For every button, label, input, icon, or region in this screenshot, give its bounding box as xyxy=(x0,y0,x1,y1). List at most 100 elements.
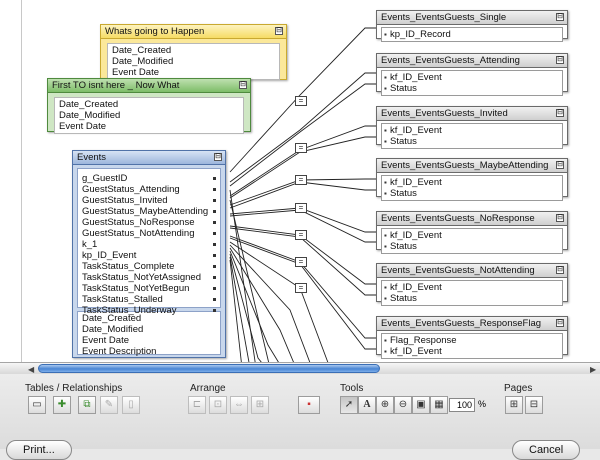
resize-button[interactable]: ⊞ xyxy=(251,396,269,414)
field-item[interactable]: Event Date xyxy=(112,67,159,78)
collapse-toggle-icon[interactable]: ⊟ xyxy=(556,161,564,169)
table-events-guests-attending[interactable]: Events_EventsGuests_Attending ⊟ ▪kf_ID_E… xyxy=(376,53,568,96)
collapse-toggle-icon[interactable]: ⊟ xyxy=(556,109,564,117)
join-indicator-icon[interactable]: = xyxy=(295,143,307,153)
zoom-level-field[interactable]: 100 xyxy=(449,398,475,412)
join-indicator-icon[interactable]: = xyxy=(295,203,307,213)
field-item[interactable]: Event Date xyxy=(59,121,106,132)
relationship-graph[interactable]: Whats going to Happen ⊟ Date_Created Dat… xyxy=(0,0,600,368)
pointer-tool-button[interactable]: ➚ xyxy=(340,396,358,414)
collapse-toggle-icon[interactable]: ⊟ xyxy=(556,13,564,21)
field-item[interactable]: TaskStatus_Complete xyxy=(82,261,216,272)
align-center-button[interactable]: ⊡ xyxy=(209,396,227,414)
field-item[interactable]: ▪kf_ID_Event xyxy=(384,177,442,188)
table-header[interactable]: Events_EventsGuests_Single ⊟ xyxy=(377,11,567,25)
collapse-toggle-icon[interactable]: ⊟ xyxy=(556,56,564,64)
field-item[interactable]: Event Description xyxy=(82,346,157,357)
field-item[interactable]: Date_Modified xyxy=(112,56,174,67)
table-header[interactable]: Events_EventsGuests_MaybeAttending ⊟ xyxy=(377,159,567,173)
line-maybe-2 xyxy=(229,181,376,209)
join-indicator-icon[interactable]: = xyxy=(295,230,307,240)
field-item[interactable]: GuestStatus_NotAttending xyxy=(82,228,216,239)
table-header[interactable]: Events ⊟ xyxy=(73,151,225,165)
table-header[interactable]: Events_EventsGuests_Invited ⊟ xyxy=(377,107,567,121)
field-item[interactable]: ▪Flag_Response xyxy=(384,335,457,346)
field-item[interactable]: GuestStatus_NoResponse xyxy=(82,217,216,228)
field-item[interactable]: GuestStatus_MaybeAttending xyxy=(82,206,216,217)
collapse-toggle-icon[interactable]: ⊟ xyxy=(556,319,564,327)
join-indicator-icon[interactable]: = xyxy=(295,283,307,293)
scroll-thumb[interactable] xyxy=(38,364,380,373)
field-item[interactable]: kp_ID_Event xyxy=(82,250,216,261)
field-item[interactable]: ▪Status xyxy=(384,136,417,147)
table-events-guests-single[interactable]: Events_EventsGuests_Single ⊟ ▪kp_ID_Reco… xyxy=(376,10,568,42)
table-header[interactable]: Events_EventsGuests_Attending ⊟ xyxy=(377,54,567,68)
field-item[interactable]: ▪kf_ID_Event xyxy=(384,230,442,241)
field-item[interactable]: ▪Status xyxy=(384,241,417,252)
field-item[interactable]: Date_Created xyxy=(112,45,172,56)
field-item[interactable]: ▪Status xyxy=(384,83,417,94)
page-setup-button[interactable]: ⊞ xyxy=(505,396,523,414)
field-item[interactable]: TaskStatus_Stalled xyxy=(82,294,216,305)
field-item[interactable]: k_1 xyxy=(82,239,216,250)
field-item[interactable]: GuestStatus_Invited xyxy=(82,195,216,206)
join-indicator-icon[interactable]: = xyxy=(295,257,307,267)
delete-button[interactable]: ▯ xyxy=(122,396,140,414)
page-break-button[interactable]: ⊟ xyxy=(525,396,543,414)
table-events-guests-invited[interactable]: Events_EventsGuests_Invited ⊟ ▪kf_ID_Eve… xyxy=(376,106,568,149)
field-item[interactable]: ▪kp_ID_Record xyxy=(384,29,451,40)
zoom-fit-button[interactable]: ▣ xyxy=(412,396,430,414)
print-button[interactable]: Print... xyxy=(6,440,72,460)
field-item[interactable]: g_GuestID xyxy=(82,173,216,184)
field-item[interactable]: ▪kf_ID_Event xyxy=(384,125,442,136)
collapse-toggle-icon[interactable]: ⊟ xyxy=(556,266,564,274)
table-events-guests-maybe-attending[interactable]: Events_EventsGuests_MaybeAttending ⊟ ▪kf… xyxy=(376,158,568,201)
collapse-toggle-icon[interactable]: ⊟ xyxy=(239,81,247,89)
field-item[interactable]: ▪kf_ID_Event xyxy=(384,282,442,293)
field-item[interactable]: TaskStatus_NotYetAssigned xyxy=(82,272,216,283)
distribute-button[interactable]: ⇔ xyxy=(230,396,248,414)
field-item[interactable]: Date_Modified xyxy=(59,110,121,121)
field-item[interactable]: ▪kf_ID_Event xyxy=(384,72,442,83)
color-picker-button[interactable]: ▪ xyxy=(298,396,320,414)
field-item[interactable]: Date_Created xyxy=(59,99,119,110)
table-header[interactable]: Events_EventsGuests_NotAttending ⊟ xyxy=(377,264,567,278)
collapse-toggle-icon[interactable]: ⊟ xyxy=(556,214,564,222)
field-item[interactable]: Date_Created xyxy=(82,313,142,324)
table-first-to-isnt-here[interactable]: First TO isnt here _ Now What ⊟ Date_Cre… xyxy=(47,78,251,134)
table-whats-going-to-happen[interactable]: Whats going to Happen ⊟ Date_Created Dat… xyxy=(100,24,287,80)
add-relationship-button[interactable]: ✚ xyxy=(53,396,71,414)
scroll-right-icon[interactable]: ▶ xyxy=(590,365,597,374)
field-item[interactable]: ▪Status xyxy=(384,188,417,199)
collapse-toggle-icon[interactable]: ⊟ xyxy=(275,27,283,35)
table-events[interactable]: Events ⊟ g_GuestID GuestStatus_Attending… xyxy=(72,150,226,358)
table-header[interactable]: Events_EventsGuests_NoResponse ⊟ xyxy=(377,212,567,226)
field-item[interactable]: Event Date xyxy=(82,335,129,346)
field-item[interactable]: TaskStatus_NotYetBegun xyxy=(82,283,216,294)
table-header[interactable]: First TO isnt here _ Now What ⊟ xyxy=(48,79,250,93)
collapse-toggle-icon[interactable]: ⊟ xyxy=(214,153,222,161)
horizontal-scrollbar[interactable]: ◀ ▶ xyxy=(0,362,600,374)
zoom-out-button[interactable]: ⊖ xyxy=(394,396,412,414)
align-left-button[interactable]: ⊏ xyxy=(188,396,206,414)
zoom-in-button[interactable]: ⊕ xyxy=(376,396,394,414)
field-item[interactable]: GuestStatus_Attending xyxy=(82,184,216,195)
duplicate-button[interactable]: ⧉ xyxy=(78,396,96,414)
field-item[interactable]: ▪kf_ID_Event xyxy=(384,346,442,357)
table-events-guests-not-attending[interactable]: Events_EventsGuests_NotAttending ⊟ ▪kf_I… xyxy=(376,263,568,306)
add-table-button[interactable]: ▭ xyxy=(28,396,46,414)
table-header[interactable]: Whats going to Happen ⊟ xyxy=(101,25,286,39)
join-indicator-icon[interactable]: = xyxy=(295,96,307,106)
cancel-button[interactable]: Cancel xyxy=(512,440,581,460)
table-events-guests-response-flag[interactable]: Events_EventsGuests_ResponseFlag ⊟ ▪Flag… xyxy=(376,316,568,359)
field-item[interactable]: Date_Modified xyxy=(82,324,144,335)
table-header[interactable]: Events_EventsGuests_ResponseFlag ⊟ xyxy=(377,317,567,331)
text-tool-button[interactable]: A xyxy=(358,396,376,414)
join-indicator-icon[interactable]: = xyxy=(295,175,307,185)
scroll-left-icon[interactable]: ◀ xyxy=(28,365,35,374)
edit-button[interactable]: ✎ xyxy=(100,396,118,414)
zoom-toggle-button[interactable]: ▦ xyxy=(430,396,448,414)
table-events-guests-no-response[interactable]: Events_EventsGuests_NoResponse ⊟ ▪kf_ID_… xyxy=(376,211,568,254)
field-item[interactable]: TaskStatus_Underway xyxy=(82,305,216,316)
field-item[interactable]: ▪Status xyxy=(384,293,417,304)
